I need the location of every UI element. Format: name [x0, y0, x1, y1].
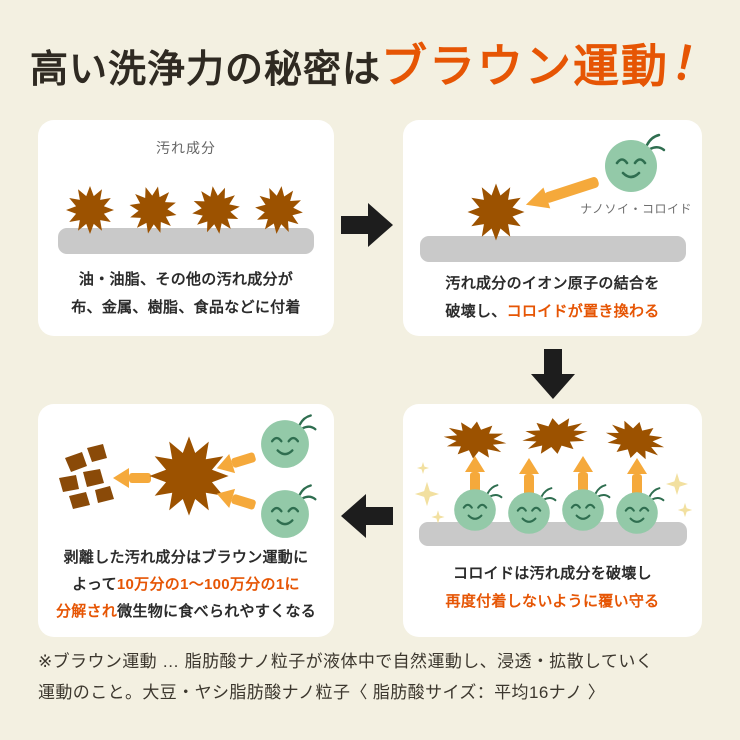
dirt-burst-icon	[467, 183, 525, 241]
guard-illustration	[414, 416, 693, 546]
flow-arrow-down-icon	[531, 349, 575, 399]
break-illustration	[59, 414, 317, 540]
page-title: 高い洗浄力の秘密はブラウン運動！	[30, 30, 723, 96]
colloid-replace-illustration	[420, 133, 686, 262]
surface-bar	[58, 228, 314, 254]
surface-bar	[419, 522, 687, 546]
break-caption-2: よって10万分の1〜100万分の1に	[38, 573, 334, 594]
flow-arrow-left-icon	[341, 494, 393, 538]
replace-caption-1: 汚れ成分のイオン原子の結合を	[445, 275, 660, 292]
dirt-splat-icon	[601, 416, 669, 466]
orange-arrow-icon	[525, 177, 599, 209]
surface-bar	[420, 236, 686, 262]
orange-arrow-icon	[216, 452, 256, 474]
footer-line-1: ※ブラウン運動 … 脂肪酸ナノ粒子が液体中で自然運動し、浸透・拡散していく	[38, 652, 654, 671]
crumb-icon	[59, 444, 114, 509]
colloid-icon	[259, 484, 317, 540]
dirt-on-surface-illustration	[58, 181, 314, 254]
dirt-label: 汚れ成分	[156, 140, 216, 156]
colloid-label: ナノソイ・コロイド	[580, 202, 692, 216]
break-caption-1: 剥離した汚れ成分はブラウン運動に	[63, 549, 309, 566]
colloid-icon	[603, 133, 666, 194]
footer-line-2: 運動のこと。大豆・ヤシ脂肪酸ナノ粒子〈 脂肪酸サイズ：平均16ナノ 〉	[38, 683, 606, 702]
dirt-caption-1: 油・油脂、その他の汚れ成分が	[78, 271, 294, 288]
title-highlight: ブラウン運動	[381, 40, 670, 92]
guard-caption-1: コロイドは汚れ成分を破壊し	[453, 565, 652, 582]
colloid-icon	[259, 414, 317, 470]
dirt-splat-icon	[519, 416, 591, 459]
dirt-burst-icon	[66, 186, 114, 234]
dirt-caption-2: 布、金属、樹脂、食品などに付着	[71, 299, 301, 316]
break-caption-3-black: 微生物に食べられやすくなる	[117, 603, 317, 620]
break-caption-2-black: よって	[72, 576, 117, 593]
break-caption-2-orange: 10万分の1〜100万分の1に	[116, 576, 300, 593]
flow-arrow-right-icon	[341, 203, 393, 247]
replace-caption-2: 破壊し、コロイドが置き換わる	[403, 300, 702, 321]
title-prefix: 高い洗浄力の秘密は	[30, 49, 382, 91]
panel-brownian-break: 剥離した汚れ成分はブラウン運動に よって10万分の1〜100万分の1に 分解され…	[38, 404, 334, 637]
replace-caption-2-black: 破壊し、	[445, 303, 507, 320]
orange-arrow-icon	[216, 488, 256, 510]
break-caption-3: 分解され微生物に食べられやすくなる	[38, 600, 334, 621]
panel-dirt-components: 汚れ成分 油・油脂、その他の汚れ成分が 布、金属、樹脂、食品などに付着	[38, 120, 334, 336]
replace-caption-2-orange: コロイドが置き換わる	[506, 303, 660, 320]
break-caption-3-orange: 分解され	[55, 603, 118, 620]
guard-caption-2: 再度付着しないように覆い守る	[445, 593, 660, 610]
panel-colloid-replace: ナノソイ・コロイド 汚れ成分のイオン原子の結合を 破壊し、コロイドが置き換わる	[403, 120, 702, 336]
dirt-splat-icon	[441, 418, 509, 462]
title-exclamation-icon: ！	[667, 35, 724, 97]
dirt-burst-icon	[149, 436, 229, 516]
panel-colloid-guard: コロイドは汚れ成分を破壊し 再度付着しないように覆い守る	[403, 404, 702, 637]
orange-arrow-icon	[113, 468, 151, 488]
orange-up-arrows	[465, 456, 647, 500]
footer-note: ※ブラウン運動 … 脂肪酸ナノ粒子が液体中で自然運動し、浸透・拡散していく 運動…	[38, 646, 718, 708]
